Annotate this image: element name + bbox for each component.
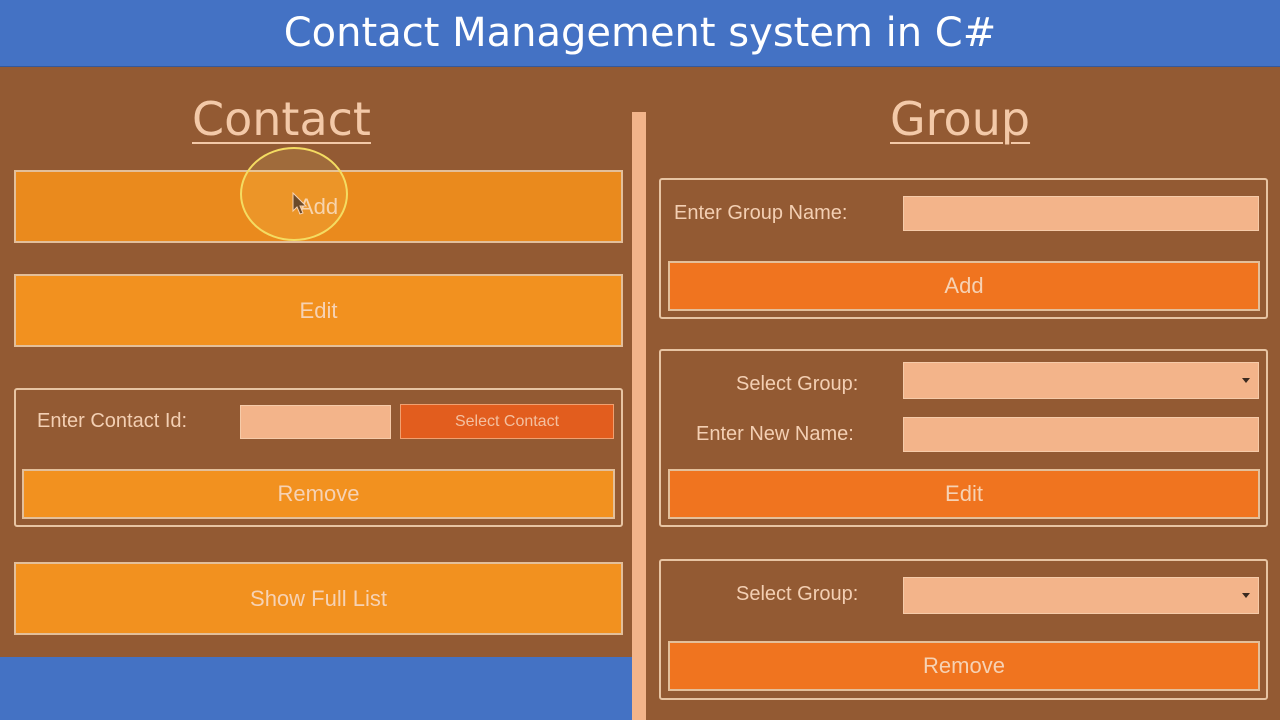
remove-group-button[interactable]: Remove bbox=[668, 641, 1260, 691]
show-full-list-button[interactable]: Show Full List bbox=[14, 562, 623, 635]
edit-select-group-label: Select Group: bbox=[736, 373, 859, 395]
group-name-input[interactable] bbox=[903, 196, 1259, 231]
remove-contact-button[interactable]: Remove bbox=[22, 469, 615, 519]
remove-group-select[interactable] bbox=[903, 577, 1259, 614]
contact-heading: Contact bbox=[192, 92, 371, 146]
chevron-down-icon bbox=[1242, 378, 1250, 383]
remove-contact-panel bbox=[14, 388, 623, 527]
contact-id-input[interactable] bbox=[240, 405, 391, 439]
remove-select-group-label: Select Group: bbox=[736, 583, 859, 605]
edit-group-select[interactable] bbox=[903, 362, 1259, 399]
mouse-pointer-icon bbox=[292, 192, 308, 215]
chevron-down-icon bbox=[1242, 593, 1250, 598]
add-group-panel bbox=[659, 178, 1268, 319]
contact-id-label: Enter Contact Id: bbox=[37, 410, 188, 432]
column-divider bbox=[632, 112, 646, 720]
edit-group-panel bbox=[659, 349, 1268, 527]
new-name-input[interactable] bbox=[903, 417, 1259, 452]
remove-group-panel bbox=[659, 559, 1268, 700]
video-title: Contact Management system in C# bbox=[0, 0, 1280, 67]
bottom-strip bbox=[0, 657, 633, 720]
edit-group-button[interactable]: Edit bbox=[668, 469, 1260, 519]
select-contact-button[interactable]: Select Contact bbox=[400, 404, 614, 439]
group-name-label: Enter Group Name: bbox=[674, 202, 848, 224]
edit-contact-button[interactable]: Edit bbox=[14, 274, 623, 347]
new-name-label: Enter New Name: bbox=[696, 423, 854, 445]
group-heading: Group bbox=[890, 92, 1031, 146]
add-group-button[interactable]: Add bbox=[668, 261, 1260, 311]
